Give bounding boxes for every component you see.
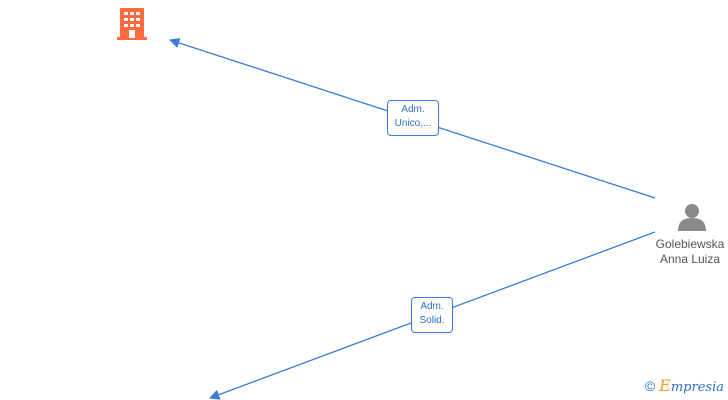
person-name[interactable]: Golebiewska Anna Luiza (645, 237, 728, 267)
brand-initial: E (659, 376, 671, 395)
person-name-line1: Golebiewska (655, 237, 725, 251)
person-name-line2: Anna Luiza (659, 252, 721, 266)
edge-label-line2: Solid. (419, 315, 445, 326)
brand-name: mpresia (670, 380, 724, 395)
building-icon[interactable] (117, 8, 147, 40)
copyright-symbol: © (644, 378, 656, 394)
edge-label-line2: Unico,... (394, 118, 432, 129)
person-icon[interactable] (678, 204, 706, 231)
edge-label-adm-solid[interactable]: Adm. Solid. (411, 297, 453, 333)
edge-label-line1: Adm. (420, 301, 444, 312)
empresia-watermark: ©Empresia (645, 378, 724, 396)
edge-label-line1: Adm. (401, 104, 425, 115)
edge-label-adm-unico[interactable]: Adm. Unico,... (387, 100, 439, 136)
